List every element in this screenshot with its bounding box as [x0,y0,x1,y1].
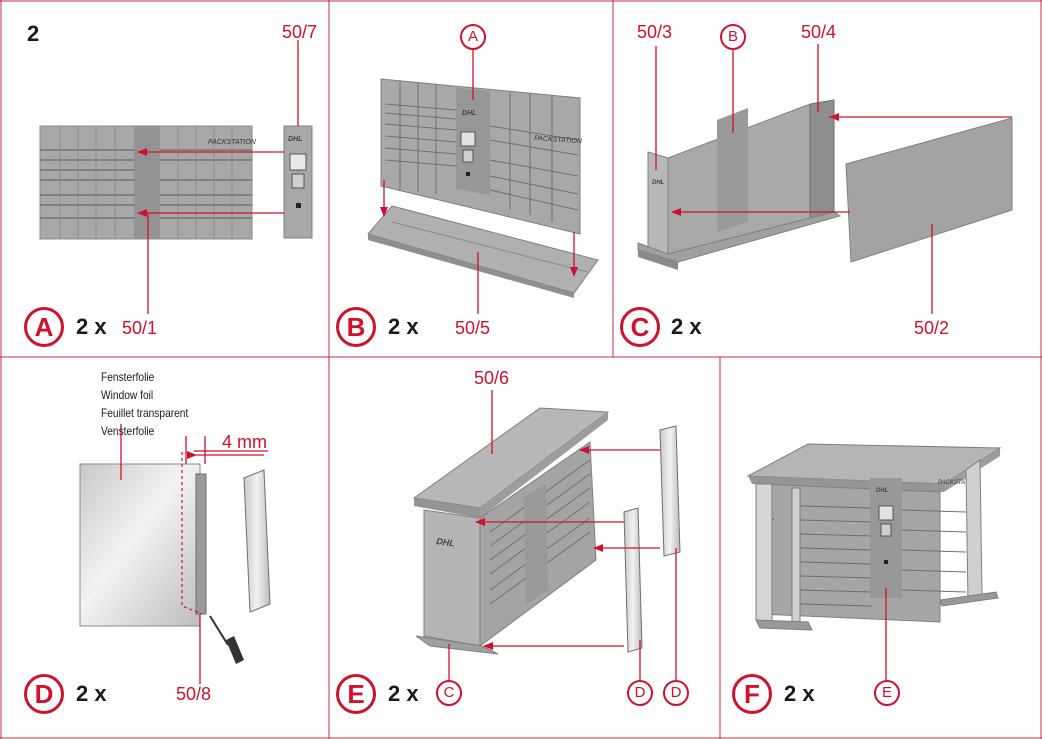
part-label-50-6: 50/6 [474,368,510,388]
step-badge-a: A [24,307,64,347]
part-label-50-7: 50/7 [282,22,318,42]
packstation-logo: PACKSTATION [208,139,257,146]
ref-badge-a: A [460,24,486,50]
dimension-label: 4 mm [222,432,267,452]
ref-badge-e: E [874,680,900,706]
svg-text:DHL: DHL [436,536,456,548]
foil-label-en: Window foil [101,388,154,402]
panel-b-illustration: PACKSTATION DHL [367,48,599,314]
quantity-e: 2 x [388,681,419,706]
panel-c-illustration: DHL [637,44,1013,314]
ref-badge-b: B [720,24,746,50]
part-label-50-5: 50/5 [455,318,491,338]
foil-label-fr: Feuillet transparent [101,406,189,420]
step-badge-f: F [732,674,772,714]
svg-text:PACKSTATION: PACKSTATION [938,480,980,486]
part-label-50-3: 50/3 [637,22,673,42]
ref-badge-d-2: D [663,680,689,706]
panel-e-illustration: DHL [412,390,681,680]
part-label-50-1: 50/1 [122,318,158,338]
page-number: 2 [27,21,40,46]
panel-a-illustration: PACKSTATION DHL [39,40,313,314]
dhl-logo: DHL [288,136,302,143]
svg-text:DHL: DHL [462,110,476,117]
svg-text:PACKSTATION: PACKSTATION [534,135,583,145]
quantity-c: 2 x [671,314,702,339]
craft-knife-icon [209,615,244,664]
quantity-f: 2 x [784,681,815,706]
part-label-50-4: 50/4 [801,22,837,42]
ref-badge-d-1: D [627,680,653,706]
svg-text:DHL: DHL [876,488,889,494]
step-badge-d: D [24,674,64,714]
window-foil-labels: Fensterfolie Window foil Feuillet transp… [101,368,188,440]
step-badge-b: B [336,307,376,347]
foil-label-nl: Vensterfolie [101,424,155,438]
part-label-50-8: 50/8 [176,684,212,704]
step-badge-c: C [620,307,660,347]
part-label-50-2: 50/2 [914,318,950,338]
quantity-a: 2 x [76,314,107,339]
quantity-b: 2 x [388,314,419,339]
quantity-d: 2 x [76,681,107,706]
svg-text:DHL: DHL [652,180,665,186]
panel-f-illustration: DHL PACKSTATION DHL [746,443,1002,680]
foil-label-de: Fensterfolie [101,370,155,384]
panel-d-illustration [79,424,271,684]
ref-badge-c: C [436,680,462,706]
step-badge-e: E [336,674,376,714]
